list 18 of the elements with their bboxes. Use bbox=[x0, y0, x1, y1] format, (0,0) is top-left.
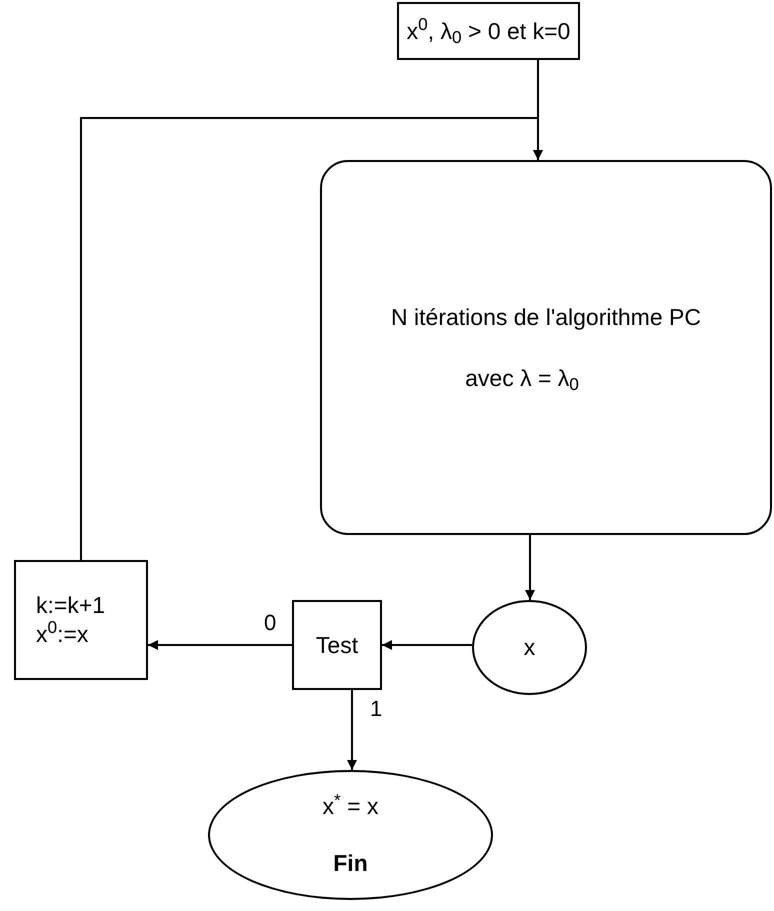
arrow bbox=[80, 117, 543, 560]
node-text: x$^{*}$ = x bbox=[322, 792, 378, 821]
node-text: k:=k+1 bbox=[36, 591, 106, 620]
node-text: x$^{0}$, λ$_{0}$ > 0 et k=0 bbox=[406, 16, 570, 46]
arrow bbox=[382, 640, 472, 650]
process-box bbox=[14, 560, 148, 680]
node-text: x bbox=[524, 633, 536, 662]
node-text: Fin bbox=[333, 849, 368, 878]
rounded-process-box bbox=[320, 160, 772, 535]
process-box bbox=[397, 2, 580, 60]
node-text: N itérations de l'algorithme PC bbox=[391, 302, 701, 332]
arrow bbox=[148, 640, 292, 650]
node-text: x$^{0}$:=x bbox=[36, 620, 88, 649]
arrow bbox=[347, 690, 357, 770]
process-box bbox=[292, 600, 382, 690]
arrow bbox=[525, 535, 535, 600]
node-text: avec λ = λ$_{0}$ bbox=[465, 364, 580, 392]
node-text: Test bbox=[316, 630, 358, 660]
